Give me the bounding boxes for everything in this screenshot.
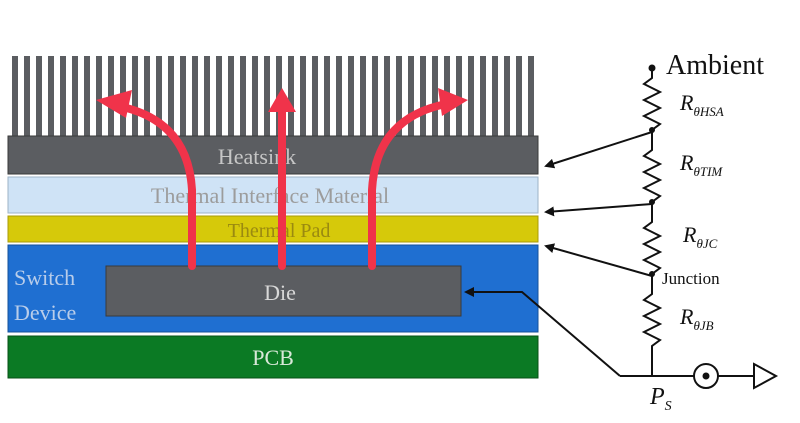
heatsink-fin — [516, 56, 522, 136]
heat-arrow-center-head — [268, 88, 296, 112]
heatsink-fin — [228, 56, 234, 136]
heatsink-fin — [288, 56, 294, 136]
heatsink-fin — [252, 56, 258, 136]
junction-label: Junction — [662, 269, 720, 288]
ambient-label: Ambient — [666, 50, 764, 81]
heat-flow-arrows — [96, 88, 468, 270]
pcb-layer — [7, 335, 539, 379]
heatsink-fin — [72, 56, 78, 136]
r-jb-label: RθJB — [679, 304, 714, 333]
heatsink-fin — [372, 56, 378, 136]
die-block — [105, 265, 462, 317]
heatsink-fin — [432, 56, 438, 136]
heat-arrow-left — [114, 102, 196, 270]
heatsink-fin — [24, 56, 30, 136]
heat-source-dot — [702, 372, 710, 380]
thermal-resistance-network: Ambient RθHSA RθTIM RθJC Junction RθJB P… — [464, 50, 779, 414]
heatsink-fin — [360, 56, 366, 136]
heatsink-fin — [324, 56, 330, 136]
source-label: PS — [649, 384, 672, 414]
heat-arrow-left-head — [96, 90, 132, 118]
heatsink-fin — [192, 56, 198, 136]
r-hsa-label: RθHSA — [679, 90, 724, 119]
heatsink-fin — [408, 56, 414, 136]
heatsink-fin — [396, 56, 402, 136]
heatsink-fin — [312, 56, 318, 136]
heatsink-fin — [132, 56, 138, 136]
heatsink-fin — [300, 56, 306, 136]
heatsink-fins — [12, 56, 534, 136]
heatsink-fin — [144, 56, 150, 136]
ground-triangle-icon — [753, 362, 779, 390]
die-label: Die — [264, 280, 296, 305]
heatsink-fin — [420, 56, 426, 136]
heatsink-block — [7, 135, 539, 175]
heatsink-fin — [156, 56, 162, 136]
thermal-pad-layer — [7, 215, 539, 243]
tim-label: Thermal Interface Material — [151, 183, 389, 208]
heatsink-fin — [168, 56, 174, 136]
connector-heatsink — [544, 131, 653, 169]
connector-tim — [544, 203, 653, 217]
heatsink-fin — [12, 56, 18, 136]
heatsink-fin — [96, 56, 102, 136]
r-tim-label: RθTIM — [679, 150, 723, 179]
heatsink-fin — [204, 56, 210, 136]
heatsink-fin — [264, 56, 270, 136]
pcb-label: PCB — [252, 345, 294, 370]
heatsink-fin — [480, 56, 486, 136]
heatsink-fin — [48, 56, 54, 136]
heat-arrow-right-head — [438, 88, 468, 116]
heatsink-fin — [336, 56, 342, 136]
heatsink-fin — [384, 56, 390, 136]
r-jc-label: RθJC — [682, 222, 718, 251]
connector-die — [464, 287, 621, 377]
heatsink-fin — [36, 56, 42, 136]
heatsink-fin — [216, 56, 222, 136]
heatsink-fin — [492, 56, 498, 136]
switch-device-label-line1: Switch — [14, 265, 75, 290]
heatsink-fin — [180, 56, 186, 136]
heatsink-fin — [60, 56, 66, 136]
heatsink-fin — [240, 56, 246, 136]
heatsink-fin — [84, 56, 90, 136]
tim-layer — [7, 176, 539, 214]
resistor-chain — [641, 68, 663, 376]
heat-arrow-right — [368, 100, 450, 270]
heatsink-fin — [528, 56, 534, 136]
heatsink-fin — [504, 56, 510, 136]
heatsink-fin — [456, 56, 462, 136]
switch-device-label-line2: Device — [14, 300, 76, 325]
heatsink-fin — [348, 56, 354, 136]
heatsink-fin — [468, 56, 474, 136]
connector-thermal-pad — [544, 243, 653, 277]
